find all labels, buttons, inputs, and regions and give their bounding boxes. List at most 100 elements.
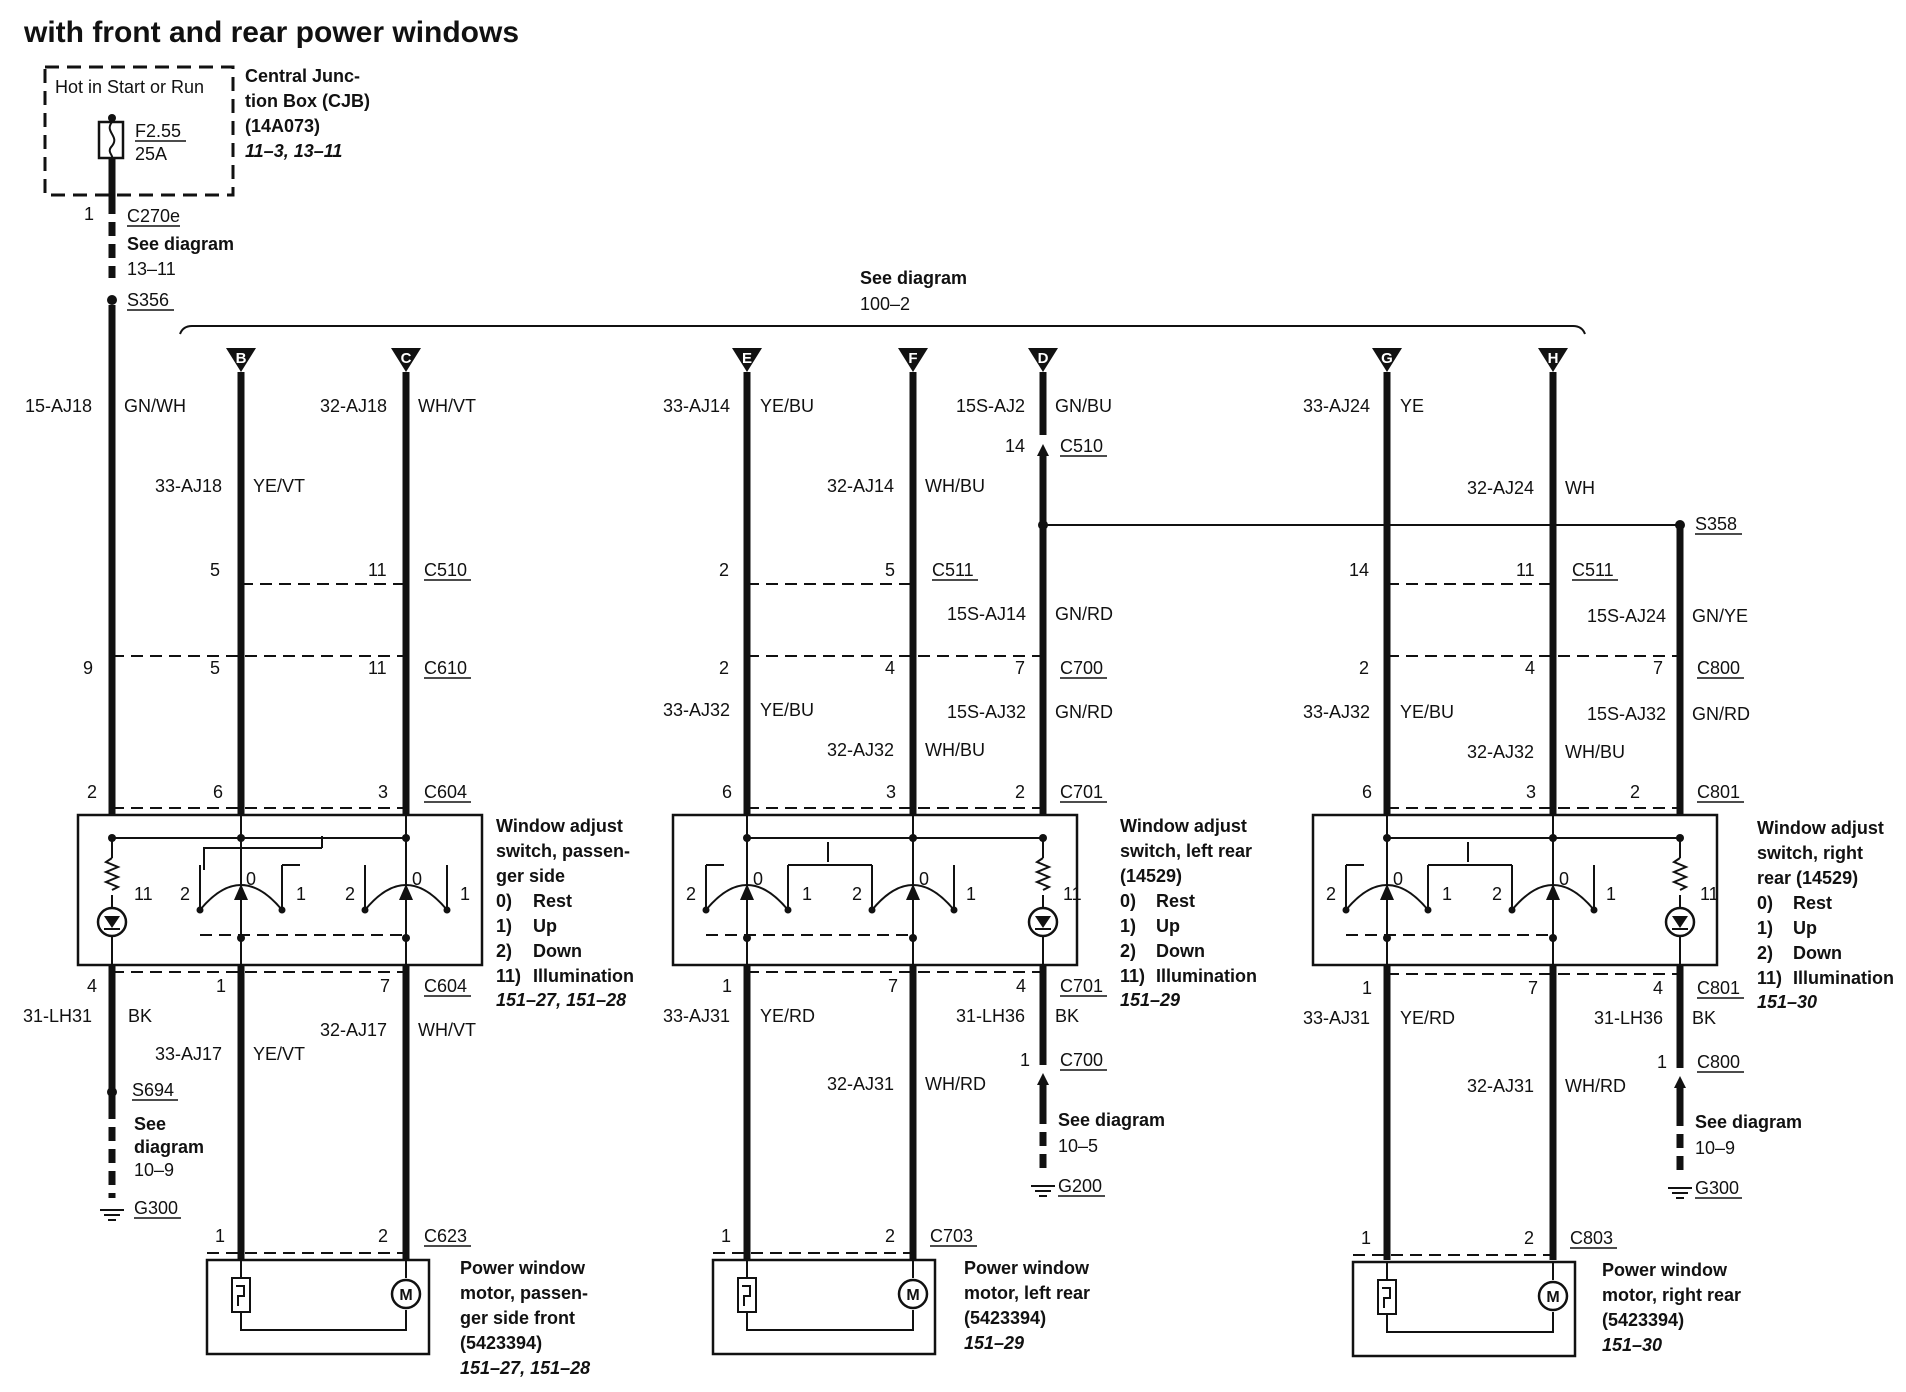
- svg-text:See diagram: See diagram: [1695, 1112, 1802, 1132]
- fuse-element-icon: [108, 121, 116, 159]
- svg-text:2: 2: [1359, 658, 1369, 678]
- ground-icon: [1668, 1187, 1692, 1199]
- cjb-hot-label: Hot in Start or Run: [55, 77, 204, 97]
- diagram-title: with front and rear power windows: [23, 16, 519, 49]
- svg-text:Power window: Power window: [460, 1258, 586, 1278]
- svg-text:14: 14: [1005, 436, 1025, 456]
- svg-text:rear (14529): rear (14529): [1757, 868, 1858, 888]
- connector-b: B: [226, 348, 256, 372]
- svg-text:ger side: ger side: [496, 866, 565, 886]
- svg-text:6: 6: [1362, 782, 1372, 802]
- svg-text:Window adjust: Window adjust: [1757, 818, 1884, 838]
- svg-text:2: 2: [852, 884, 862, 904]
- svg-text:switch, right: switch, right: [1757, 843, 1863, 863]
- svg-text:2): 2): [496, 941, 512, 961]
- svg-text:15S-AJ2: 15S-AJ2: [956, 396, 1025, 416]
- svg-text:6: 6: [722, 782, 732, 802]
- svg-text:Window adjust: Window adjust: [496, 816, 623, 836]
- connector-f: F: [898, 348, 928, 372]
- wire-33-aj18: 33-AJ18: [155, 476, 222, 496]
- svg-text:15S-AJ14: 15S-AJ14: [947, 604, 1026, 624]
- svg-text:0: 0: [753, 869, 763, 889]
- svg-text:M: M: [1546, 1289, 1559, 1306]
- left-rear-switch-box: [671, 813, 1079, 967]
- cjb-name-1: Central Junc-: [245, 66, 360, 86]
- wire-15-aj18: 15-AJ18: [25, 396, 92, 416]
- c701-bottom-label: C701: [1060, 976, 1103, 996]
- svg-text:E: E: [742, 350, 752, 367]
- svg-text:32-AJ32: 32-AJ32: [1467, 742, 1534, 762]
- svg-text:33-AJ17: 33-AJ17: [155, 1044, 222, 1064]
- s356-label: S356: [127, 290, 169, 310]
- svg-text:33-AJ31: 33-AJ31: [1303, 1008, 1370, 1028]
- central-junction-box: Hot in Start or Run F2.55 25A Central Ju…: [43, 65, 370, 197]
- svg-text:33-AJ14: 33-AJ14: [663, 396, 730, 416]
- s358-node: [1675, 520, 1685, 530]
- svg-text:1: 1: [215, 1226, 225, 1246]
- svg-text:WH/VT: WH/VT: [418, 1020, 476, 1040]
- fuse-id: F2.55: [135, 121, 181, 141]
- svg-text:BK: BK: [1692, 1008, 1716, 1028]
- svg-text:4: 4: [1525, 658, 1535, 678]
- svg-text:2: 2: [378, 1226, 388, 1246]
- svg-text:motor, left rear: motor, left rear: [964, 1283, 1090, 1303]
- c610-pin-11: 11: [368, 658, 387, 678]
- svg-text:BK: BK: [1055, 1006, 1079, 1026]
- bus-see-diagram: See diagram: [860, 268, 967, 288]
- svg-text:YE/BU: YE/BU: [1400, 702, 1454, 722]
- svg-text:(5423394): (5423394): [964, 1308, 1046, 1328]
- svg-text:11: 11: [1516, 560, 1535, 580]
- svg-text:2: 2: [1015, 782, 1025, 802]
- svg-text:32-AJ14: 32-AJ14: [827, 476, 894, 496]
- wire-15-aj18-color: GN/WH: [124, 396, 186, 416]
- motor-icon: [390, 1278, 422, 1310]
- svg-text:switch, passen-: switch, passen-: [496, 841, 630, 861]
- c700-label: C700: [1060, 658, 1103, 678]
- bus-bracket: See diagram 100–2: [179, 268, 1586, 335]
- svg-text:151–27, 151–28: 151–27, 151–28: [460, 1358, 590, 1378]
- svg-text:YE/BU: YE/BU: [760, 700, 814, 720]
- svg-text:S694: S694: [132, 1080, 174, 1100]
- svg-text:32-AJ31: 32-AJ31: [827, 1074, 894, 1094]
- svg-text:10–9: 10–9: [1695, 1138, 1735, 1158]
- c510-pin-5: 5: [210, 560, 220, 580]
- svg-text:BK: BK: [128, 1006, 152, 1026]
- passenger-switch-box: [76, 813, 484, 967]
- svg-text:1): 1): [496, 916, 512, 936]
- wire-32-aj18-color: WH/VT: [418, 396, 476, 416]
- c511-right-label: C511: [1572, 560, 1614, 580]
- cjb-part: (14A073): [245, 116, 320, 136]
- c800-bottom-label: C800: [1697, 1052, 1740, 1072]
- svg-text:diagram: diagram: [134, 1137, 204, 1157]
- svg-text:0): 0): [1757, 893, 1773, 913]
- svg-text:Power window: Power window: [1602, 1260, 1728, 1280]
- c801-bottom-label: C801: [1697, 978, 1740, 998]
- svg-text:7: 7: [1015, 658, 1025, 678]
- svg-text:0: 0: [919, 869, 929, 889]
- svg-text:15S-AJ32: 15S-AJ32: [1587, 704, 1666, 724]
- svg-text:2: 2: [1524, 1228, 1534, 1248]
- svg-text:1: 1: [460, 884, 470, 904]
- svg-text:motor, right rear: motor, right rear: [1602, 1285, 1741, 1305]
- svg-text:11): 11): [1757, 968, 1782, 988]
- svg-text:4: 4: [1653, 978, 1663, 998]
- svg-text:switch, left rear: switch, left rear: [1120, 841, 1252, 861]
- svg-text:4: 4: [1016, 976, 1026, 996]
- c270e-pin: 1: [84, 204, 94, 224]
- wire-33-aj18-color: YE/VT: [253, 476, 305, 496]
- svg-text:1: 1: [1657, 1052, 1667, 1072]
- svg-text:15S-AJ24: 15S-AJ24: [1587, 606, 1666, 626]
- svg-text:32-AJ24: 32-AJ24: [1467, 478, 1534, 498]
- svg-text:ger side front: ger side front: [460, 1308, 575, 1328]
- svg-text:WH/BU: WH/BU: [1565, 742, 1625, 762]
- passenger-motor-box: [205, 1258, 431, 1356]
- c700-bottom-label: C700: [1060, 1050, 1103, 1070]
- svg-text:1: 1: [1361, 1228, 1371, 1248]
- svg-text:4: 4: [885, 658, 895, 678]
- svg-text:G200: G200: [1058, 1176, 1102, 1196]
- svg-text:31-LH36: 31-LH36: [956, 1006, 1025, 1026]
- svg-text:151–30: 151–30: [1602, 1335, 1662, 1355]
- svg-text:11: 11: [1063, 884, 1082, 904]
- svg-text:Up: Up: [533, 916, 557, 936]
